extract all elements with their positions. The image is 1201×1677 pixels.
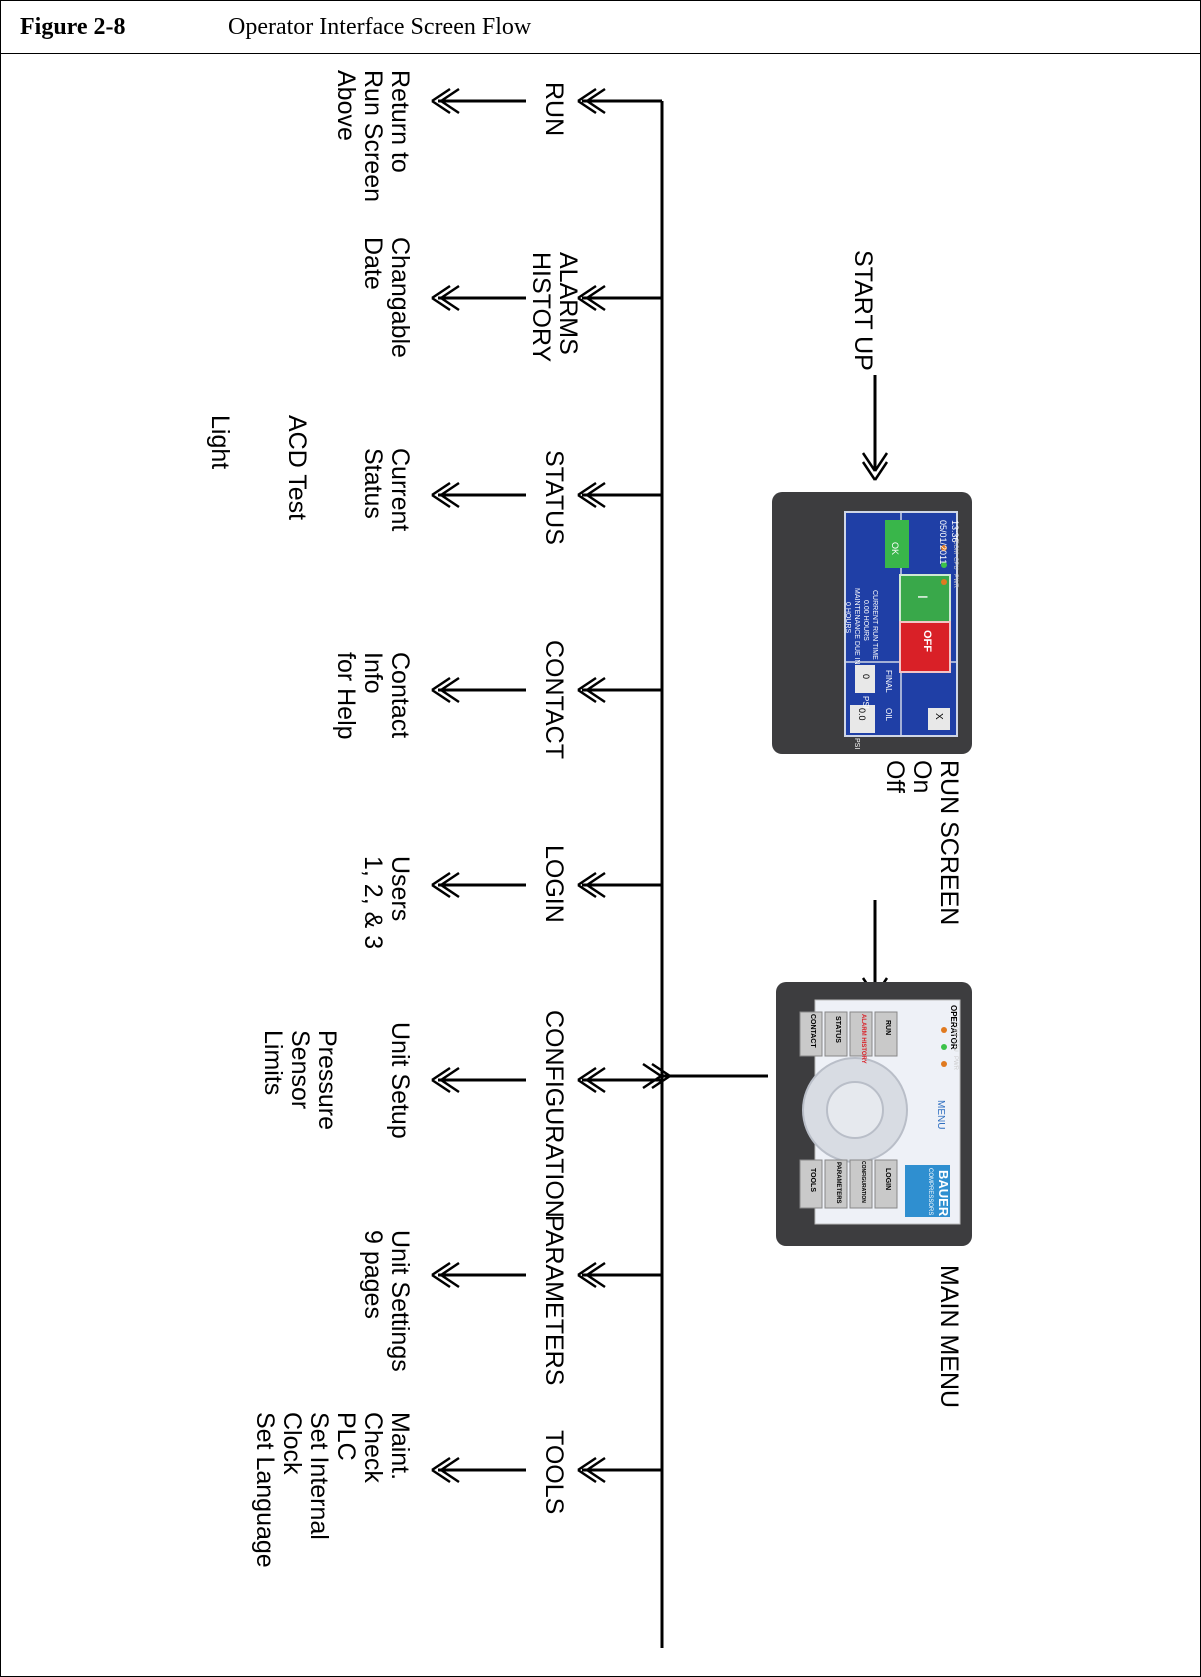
branch-label: RUN <box>540 82 568 137</box>
oil-value: 0.0 <box>857 708 867 721</box>
brand-sub-label: COMPRESSORS <box>927 1168 933 1216</box>
oil-label: OIL <box>884 708 893 721</box>
branch-description: Changable Date <box>359 237 414 358</box>
ok-button <box>885 520 909 568</box>
run-screen-title: RUN SCREEN <box>935 760 963 926</box>
ok-label: OK <box>890 542 900 556</box>
menu-contact-label: CONTACT <box>809 1014 816 1048</box>
final-label: FINAL <box>884 670 893 693</box>
final-unit: PSI <box>861 696 870 709</box>
menu-configuration-label: CONFIGURATION <box>860 1161 866 1203</box>
maint-value: 0 HOURS <box>844 602 851 634</box>
menu-btn-run <box>874 1011 898 1057</box>
branch-label: CONTACT <box>540 640 568 759</box>
menu-led-com-label: COM <box>952 1022 958 1036</box>
led-cpu <box>941 562 947 568</box>
figure-title: Operator Interface Screen Flow <box>228 14 532 40</box>
menu-led-pwr-label: PWR <box>952 1056 958 1070</box>
branch-label: CONFIGURATION <box>540 1010 568 1218</box>
final-value-box <box>855 665 875 693</box>
run-screen-on: On <box>908 760 936 794</box>
branch-label: ALARMS HISTORY <box>526 252 582 363</box>
menu-title-label: MENU <box>935 1100 946 1130</box>
led-pwr <box>941 579 947 585</box>
menu-status-label: STATUS <box>834 1016 841 1043</box>
led-com <box>941 545 947 551</box>
branch-label: PARAMETERS <box>540 1215 568 1386</box>
menu-btn-configuration <box>849 1159 873 1209</box>
menu-btn-alarm-history <box>849 1011 873 1057</box>
led-pwr-label: PWR <box>952 574 958 588</box>
menu-btn-status <box>824 1011 848 1057</box>
run-date: 05/01/2011 <box>938 520 948 565</box>
menu-btn-parameters <box>824 1159 848 1209</box>
run-screen-device <box>772 492 972 754</box>
run-time-label: CURRENT RUN TIME <box>871 590 878 660</box>
branch-extra-line: ACD Test <box>283 415 311 521</box>
header-divider <box>0 53 1201 54</box>
menu-led-pwr <box>941 1061 947 1067</box>
menu-alarm-label: ALARM HISTORY <box>860 1014 866 1064</box>
oil-unit: PSI <box>853 738 860 750</box>
branch-description: Unit Settings 9 pages <box>359 1230 414 1372</box>
bauer-logo <box>905 1165 950 1217</box>
branch-description: Current Status <box>359 448 414 532</box>
menu-led-cpu <box>941 1044 947 1050</box>
main-menu-title: MAIN MENU <box>935 1265 963 1409</box>
on-label: I <box>915 595 931 599</box>
led-com-label: COM <box>952 540 958 554</box>
run-screen-off: Off <box>881 760 909 793</box>
menu-login-label: LOGIN <box>884 1168 891 1191</box>
branch-extra: ACD Test Light <box>206 415 311 521</box>
brand-label: BAUER <box>936 1170 951 1217</box>
branch-extra: Pressure Sensor Limits <box>259 1030 341 1131</box>
menu-btn-tools <box>799 1159 823 1209</box>
close-label: X <box>933 713 944 720</box>
off-label: OFF <box>921 630 933 652</box>
branch-description: Users 1, 2, & 3 <box>359 856 414 950</box>
off-button <box>899 621 951 673</box>
main-menu-device <box>776 982 972 1246</box>
figure-number: Figure 2-8 <box>20 14 126 40</box>
startup-label: START UP <box>849 250 877 371</box>
branch-description: Unit Setup <box>386 1022 414 1139</box>
branch-label: LOGIN <box>540 845 568 923</box>
branch-label: TOOLS <box>540 1430 568 1515</box>
final-value: 0 <box>861 674 871 680</box>
branch-extra-line: Light <box>206 415 234 470</box>
branch-description: Contact Info for Help <box>332 652 414 740</box>
menu-run-label: RUN <box>884 1020 891 1036</box>
led-cpu-label: CPU <box>952 557 958 570</box>
branch-label: STATUS <box>540 450 568 545</box>
menu-btn-login <box>874 1159 898 1209</box>
menu-parameters-label: PARAMETERS <box>835 1162 841 1204</box>
oil-value-box <box>850 705 875 733</box>
maint-label: MAINTENANCE DUE IN <box>853 588 860 665</box>
close-button <box>928 708 950 730</box>
branch-description: Maint. Check PLC Set Internal Clock Set … <box>251 1412 414 1568</box>
menu-tools-label: TOOLS <box>809 1168 816 1192</box>
menu-led-cpu-label: CPU <box>952 1039 958 1052</box>
menu-btn-contact <box>799 1011 823 1057</box>
menu-led-com <box>941 1027 947 1033</box>
branch-description: Return to Run Screen Above <box>332 70 414 203</box>
run-time-value: 0.00 HOURS <box>862 600 869 641</box>
branch-extra-gap <box>233 415 283 520</box>
